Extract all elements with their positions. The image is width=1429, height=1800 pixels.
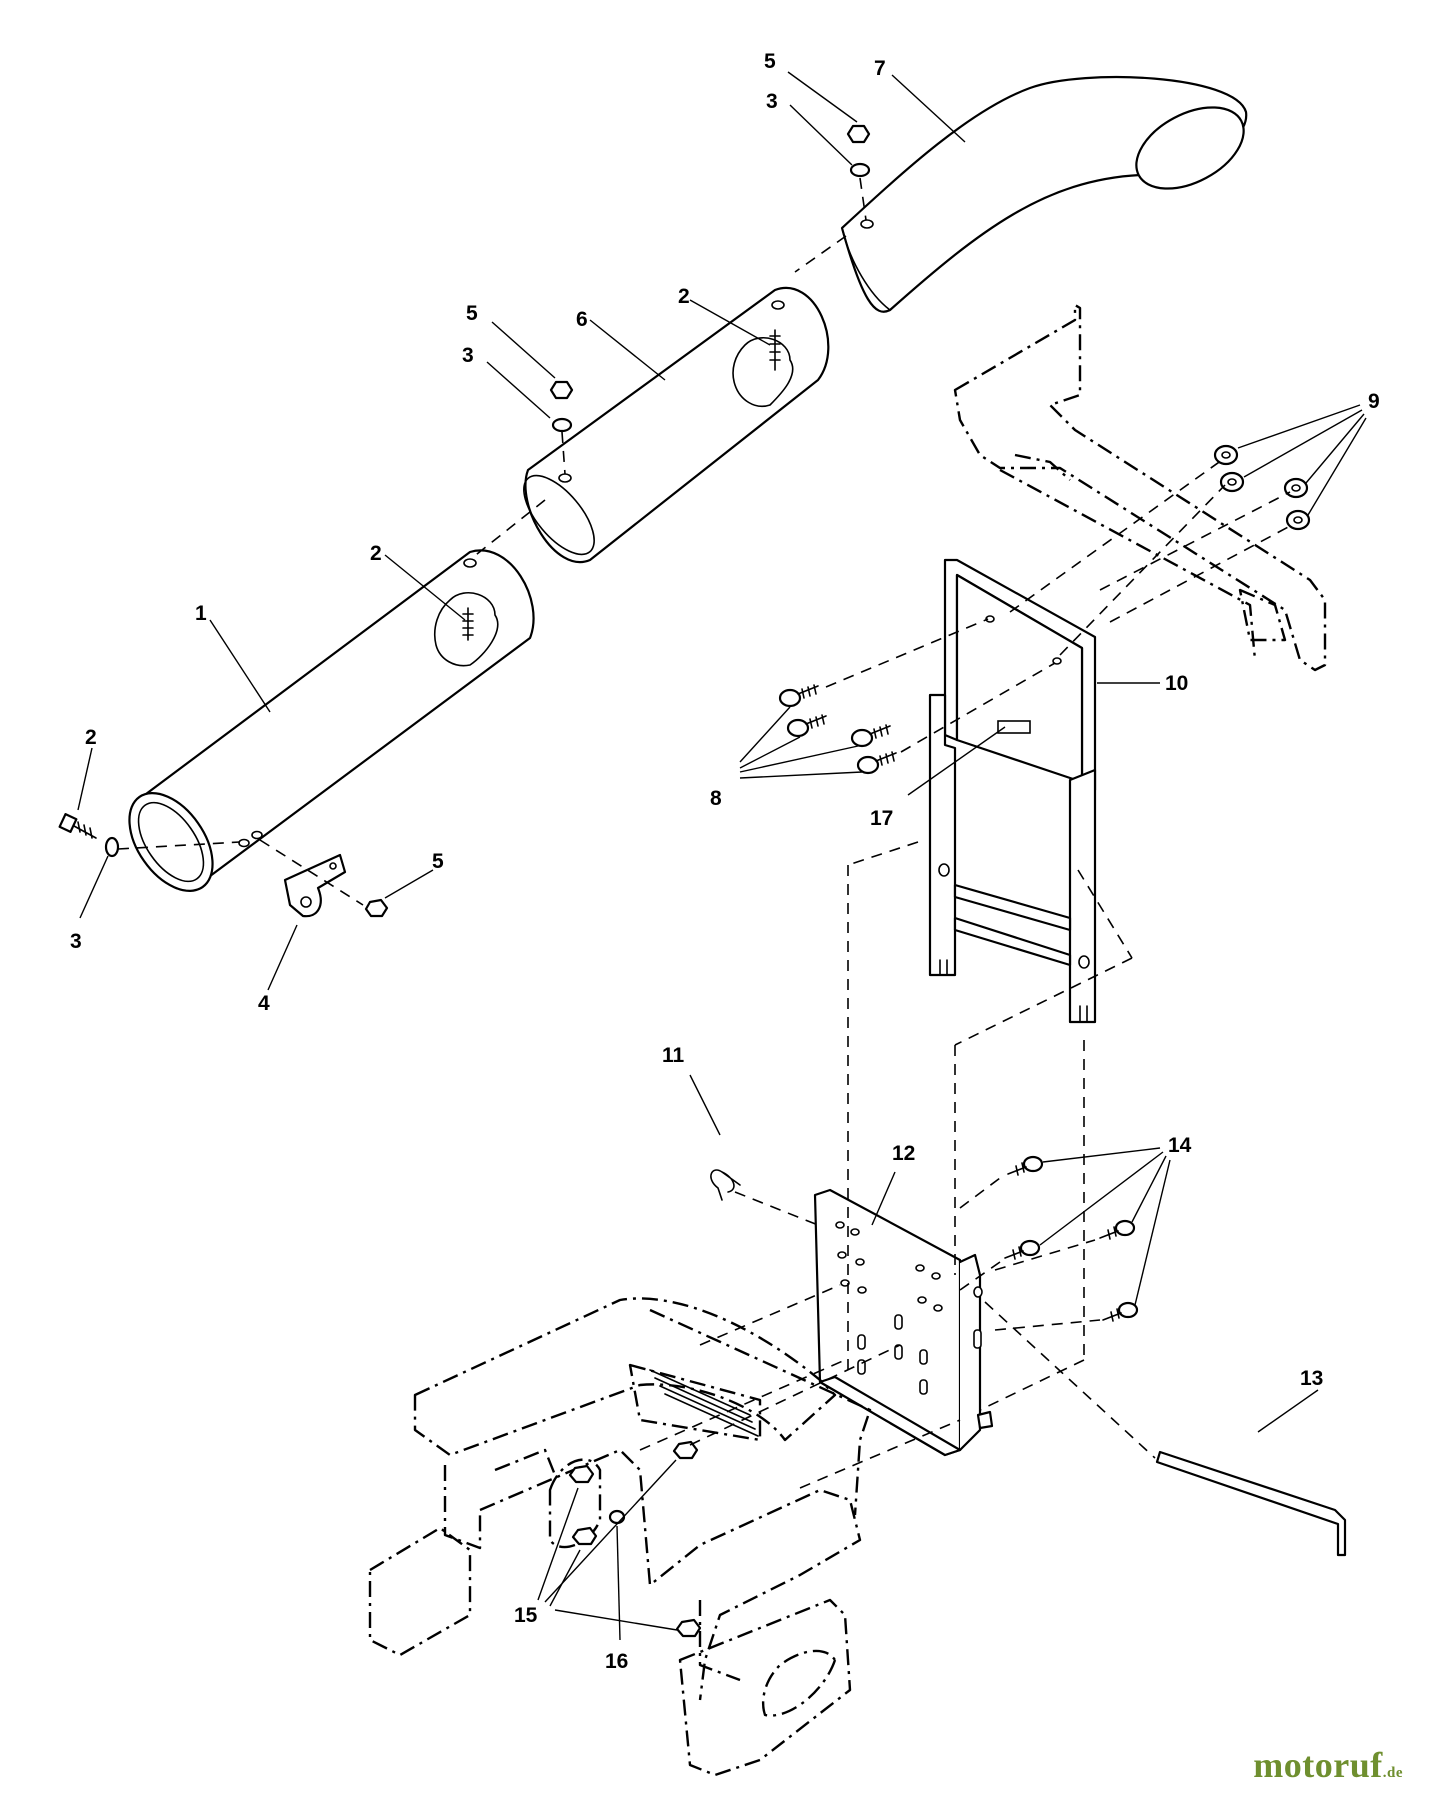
callout-3-left: 3 (70, 930, 82, 953)
part-1-lower-tube (128, 549, 535, 892)
callout-4: 4 (258, 992, 270, 1015)
callout-17: 17 (870, 807, 893, 830)
part-7-upper-chute (840, 75, 1248, 313)
part-14-bolts (1004, 1155, 1139, 1322)
part-12-base-plate (813, 1188, 994, 1457)
part-8-bolts (778, 684, 897, 775)
washer-6 (551, 417, 573, 433)
callout-2-middle: 2 (370, 542, 382, 565)
assembly-lines (117, 177, 1293, 1489)
callout-3-mid: 3 (462, 344, 474, 367)
part-4-bracket (283, 853, 347, 918)
washer-7 (849, 162, 871, 178)
callout-2-upper: 2 (678, 285, 690, 308)
chute-hardware (58, 124, 871, 918)
watermark-logo: motoruf.de (1253, 1744, 1403, 1786)
leader-lines (77, 71, 1367, 1641)
watermark-main: motoruf (1253, 1745, 1383, 1785)
part-15-nuts (568, 1440, 702, 1638)
callout-7: 7 (874, 57, 886, 80)
frame-upper-ghost (953, 303, 1327, 672)
callout-10: 10 (1165, 672, 1188, 695)
callout-16: 16 (605, 1650, 628, 1673)
callout-3-top: 3 (766, 90, 778, 113)
callout-labels: 5 3 7 5 3 6 2 2 1 2 3 4 5 8 9 10 17 11 1… (70, 50, 1380, 1673)
part-13-rod (1155, 1450, 1347, 1557)
callout-12: 12 (892, 1142, 915, 1165)
hex-nut-right (364, 898, 389, 918)
callout-2-left: 2 (85, 726, 97, 749)
callout-5-left: 5 (432, 850, 444, 873)
washer-left (104, 836, 120, 858)
callout-11: 11 (662, 1044, 685, 1067)
hex-nut-6 (549, 380, 574, 400)
callout-5-mid: 5 (466, 302, 478, 325)
part-11-hairpin (710, 1169, 741, 1201)
part-16-washer (608, 1509, 626, 1525)
callout-1: 1 (195, 602, 207, 625)
callout-13: 13 (1300, 1367, 1323, 1390)
part-17-label-plate (997, 720, 1031, 734)
plate-holes (835, 1221, 943, 1395)
callout-9: 9 (1368, 390, 1380, 413)
part-10-mounting-plate (928, 558, 1097, 1024)
callout-6: 6 (576, 308, 588, 331)
bolt-left (58, 813, 97, 839)
part-6-middle-tube (523, 286, 830, 564)
callout-5-top: 5 (764, 50, 776, 73)
callout-15: 15 (514, 1604, 538, 1627)
callout-8: 8 (710, 787, 722, 810)
callout-14: 14 (1168, 1134, 1192, 1157)
watermark-suffix: .de (1382, 1765, 1403, 1781)
hex-nut-7 (846, 124, 871, 144)
part-9-washers (1213, 444, 1311, 531)
frame-lower-ghost (368, 1297, 872, 1777)
